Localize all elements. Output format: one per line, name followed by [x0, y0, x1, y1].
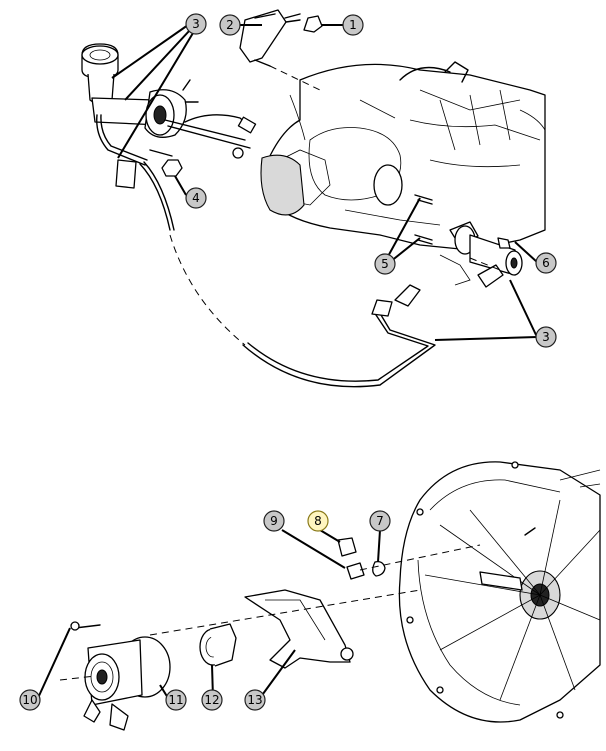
- release-fork: [149, 589, 421, 669]
- callout-1-label: 1: [349, 18, 357, 32]
- callout-5: 5: [374, 253, 396, 275]
- callout-12-label: 12: [204, 693, 219, 707]
- callout-1: 1: [342, 14, 364, 36]
- concentric-slave-cylinder: [59, 621, 171, 731]
- callout-2-label: 2: [226, 18, 234, 32]
- callout-13: 13: [244, 689, 266, 711]
- callout-3-top: 3: [185, 13, 207, 35]
- callout-8: 8: [307, 510, 329, 532]
- callout-9: 9: [263, 510, 285, 532]
- callout-6: 6: [535, 252, 557, 274]
- callout-8-label: 8: [314, 514, 322, 528]
- callout-3-bottom-label: 3: [542, 330, 550, 344]
- callout-3-bottom: 3: [535, 326, 557, 348]
- slave-cylinder: [439, 221, 523, 288]
- master-cylinder: [81, 43, 257, 346]
- callout-5-label: 5: [381, 257, 389, 271]
- callout-11-label: 11: [168, 693, 183, 707]
- callout-2: 2: [219, 14, 241, 36]
- cover-plate: [239, 9, 323, 91]
- callout-12: 12: [201, 689, 223, 711]
- callout-10: 10: [19, 689, 41, 711]
- callout-7-label: 7: [376, 514, 384, 528]
- callout-13-label: 13: [247, 693, 262, 707]
- callout-4-label: 4: [192, 191, 200, 205]
- clutch-release-assembly: [59, 461, 601, 731]
- pivot-hardware: [337, 537, 481, 580]
- bellhousing: [398, 461, 601, 723]
- hydraulic-line: [242, 284, 436, 388]
- callout-6-label: 6: [542, 256, 550, 270]
- callout-3-top-label: 3: [192, 17, 200, 31]
- callout-10-label: 10: [22, 693, 37, 707]
- callout-11: 11: [165, 689, 187, 711]
- transmission-housing: [260, 61, 546, 251]
- hydraulic-clutch-assembly: [81, 9, 546, 388]
- callout-4: 4: [185, 187, 207, 209]
- callout-7: 7: [369, 510, 391, 532]
- release-bearing: [199, 623, 237, 667]
- leader-lines: [37, 24, 538, 699]
- callout-9-label: 9: [270, 514, 278, 528]
